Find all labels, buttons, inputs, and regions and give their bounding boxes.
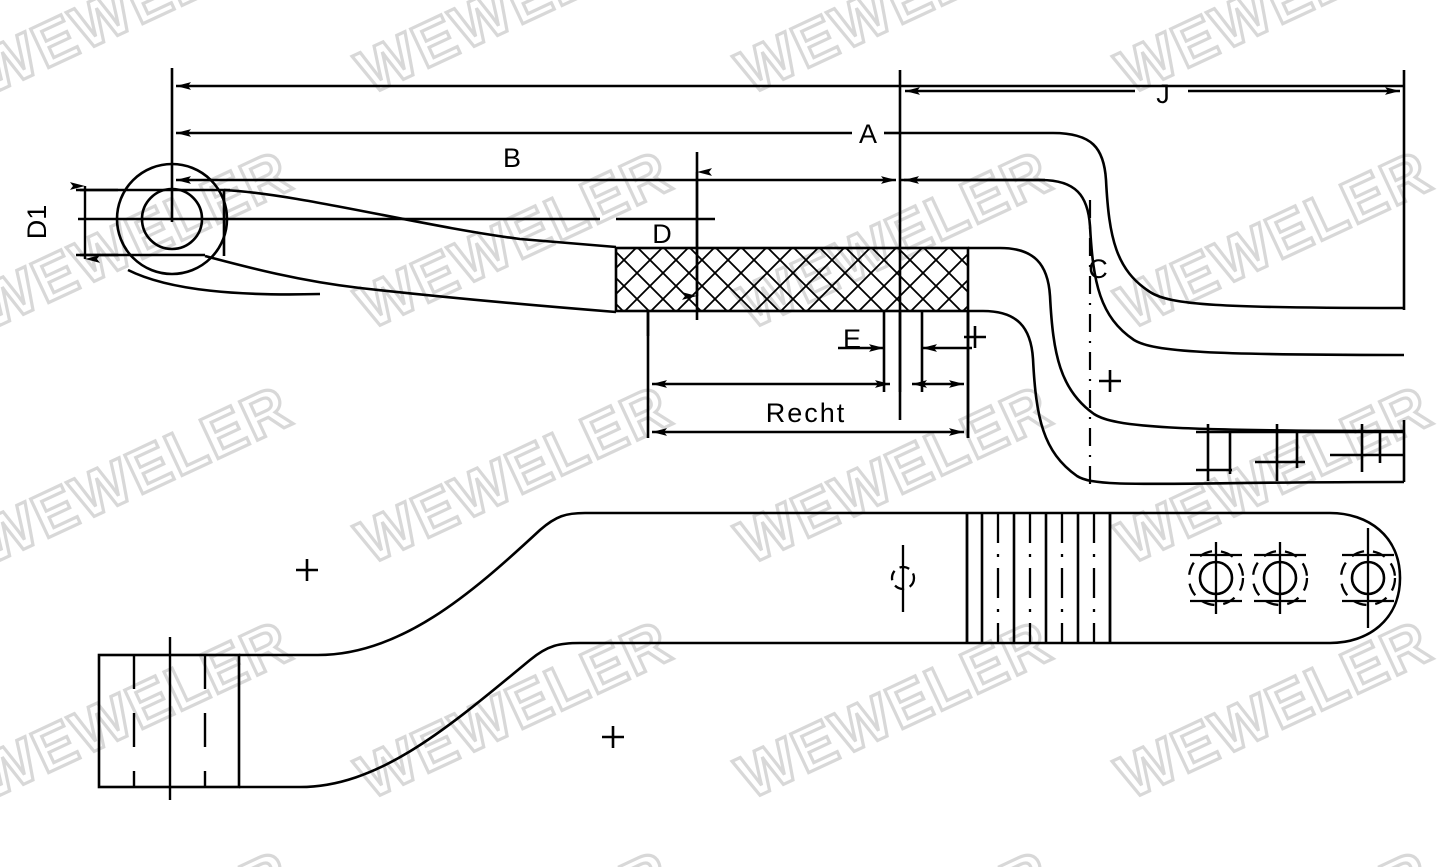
plan-bolt-hole xyxy=(1187,542,1245,614)
dimension-text-labels: J A B C D D1 E Recht xyxy=(22,79,1170,428)
dimension-label-a: A xyxy=(859,119,877,149)
leaf-top-sbend-profile xyxy=(900,131,1405,310)
leaf-pack-end-detail xyxy=(1196,420,1406,482)
bolt-hole-outer-ring xyxy=(1339,549,1397,607)
dimension-label-d1: D1 xyxy=(22,205,52,240)
plan-body-lower-edge xyxy=(239,577,1402,789)
leaf-second-lower-profile xyxy=(204,254,617,314)
dimension-overall-top-group xyxy=(170,68,1404,222)
plus-marker xyxy=(602,726,624,748)
dimension-label-j: J xyxy=(1156,79,1170,109)
sectioned-block-fill xyxy=(616,248,968,311)
dimension-label-c: C xyxy=(1088,254,1108,284)
plus-markers-group xyxy=(296,326,1121,748)
sectioned-block-outline xyxy=(614,246,970,313)
dimension-label-e: E xyxy=(843,324,861,354)
plan-body-upper-edge xyxy=(239,511,1402,657)
dimension-j-group xyxy=(898,70,1406,420)
dimension-label-b: B xyxy=(503,143,521,173)
leaf-third-sbend-profile xyxy=(968,246,1405,433)
plan-left-end-block xyxy=(97,637,241,800)
plus-marker xyxy=(296,559,318,581)
plan-clamp-band-lines xyxy=(965,513,1112,643)
plan-bolt-hole xyxy=(1339,528,1397,628)
dimension-d-group xyxy=(616,152,715,320)
dimension-d1-group xyxy=(70,182,118,263)
plan-bolt-hole xyxy=(1251,542,1309,614)
label-recht: Recht xyxy=(766,398,847,428)
leaf-fourth-sbend-profile xyxy=(968,309,1405,486)
leaf-main-upper-profile xyxy=(223,188,617,249)
bolt-hole-outer-ring xyxy=(1187,549,1245,607)
plan-bolt-holes-group xyxy=(1187,528,1397,628)
leaf-tail-underside-curve xyxy=(127,268,321,296)
plus-marker xyxy=(964,326,986,348)
plus-marker xyxy=(1099,370,1121,392)
dimension-label-d: D xyxy=(652,219,672,249)
bolt-hole-outer-ring xyxy=(1251,549,1309,607)
plan-centre-hole xyxy=(890,545,916,612)
sectioned-clamp-block xyxy=(614,246,970,313)
leaf-second-sbend-profile xyxy=(900,178,1405,357)
